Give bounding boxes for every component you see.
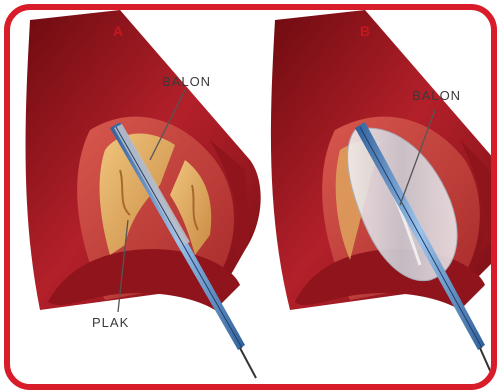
label-plak-a: PLAK <box>92 315 129 330</box>
panel-letter-a: A <box>113 23 123 39</box>
illustration-frame: A B BALON PLAK BALON <box>4 4 497 390</box>
panel-letter-b: B <box>360 23 370 39</box>
label-balon-b: BALON <box>412 88 461 103</box>
panel-a-artery <box>26 10 261 378</box>
label-balon-a: BALON <box>162 74 211 89</box>
angioplasty-illustration <box>10 10 495 388</box>
panel-b-artery <box>271 10 495 375</box>
